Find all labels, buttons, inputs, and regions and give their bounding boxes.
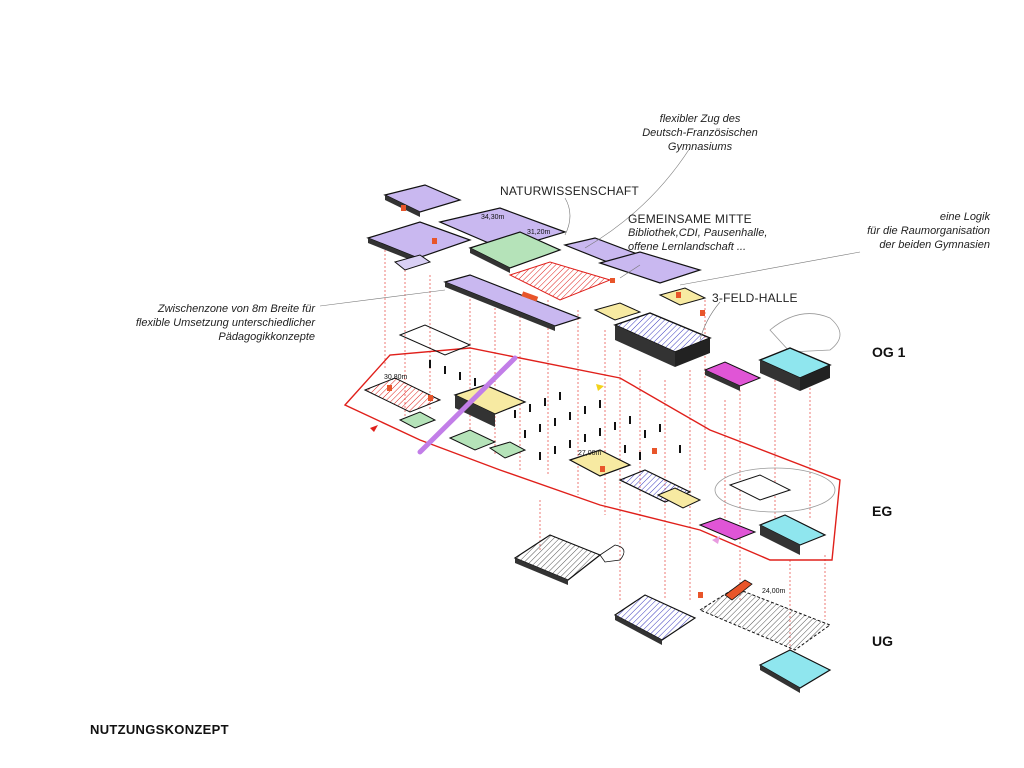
annotation-zug-line3: Gymnasiums — [667, 141, 733, 153]
annotation-logik-line3: der beiden Gymnasien — [879, 239, 990, 251]
annotation-naturwissenschaft: NATURWISSENSCHAFT — [500, 184, 639, 198]
elevation-label-4: 27,00m — [578, 450, 602, 457]
annotation-gemeinsame-mitte: GEMEINSAME MITTE Bibliothek,CDI, Pausenh… — [628, 212, 767, 254]
annotation-mitte-line1: GEMEINSAME MITTE — [628, 212, 752, 226]
annotation-zwischen-line3: Pädagogikkonzepte — [218, 331, 315, 343]
level-ug-building — [513, 534, 832, 693]
annotation-3-feld-halle: 3-FELD-HALLE — [712, 291, 798, 305]
annotation-logik-line1: eine Logik — [939, 211, 990, 223]
annotation-zug-line2: Deutsch-Französischen — [642, 127, 758, 139]
leader-lines — [319, 147, 861, 341]
level-og1-building — [366, 184, 712, 367]
level-label-og1: OG 1 — [872, 344, 906, 360]
elevation-label-5: 24,00m — [762, 588, 786, 595]
annotation-mitte-line2: Bibliothek,CDI, Pausenhalle, — [628, 227, 768, 239]
annotation-zwischen-line2: flexible Umsetzung unterschiedlicher — [135, 317, 315, 329]
annotation-logik-line2: für die Raumorganisation — [867, 225, 990, 237]
annotation-zug: flexibler Zug des Deutsch-Französischen … — [620, 112, 780, 154]
level-label-ug: UG — [872, 633, 893, 649]
page-title: NUTZUNGSKONZEPT — [90, 722, 229, 737]
annotation-mitte-line3: offene Lernlandschaft ... — [628, 241, 747, 253]
elevation-label-1: 34,30m — [481, 214, 505, 221]
annotation-zug-line1: flexibler Zug des — [659, 113, 741, 125]
annotation-zwischen-line1: Zwischenzone von 8m Breite für — [157, 303, 315, 315]
elevation-label-3: 30,80m — [384, 374, 408, 381]
elevation-label-2: 31,20m — [527, 229, 551, 236]
annotation-zwischenzone: Zwischenzone von 8m Breite für flexible … — [80, 302, 315, 344]
og1-annex — [703, 313, 841, 391]
level-label-eg: EG — [872, 503, 893, 519]
annotation-logik: eine Logik für die Raumorganisation der … — [830, 210, 990, 252]
level-eg-building — [343, 324, 841, 561]
